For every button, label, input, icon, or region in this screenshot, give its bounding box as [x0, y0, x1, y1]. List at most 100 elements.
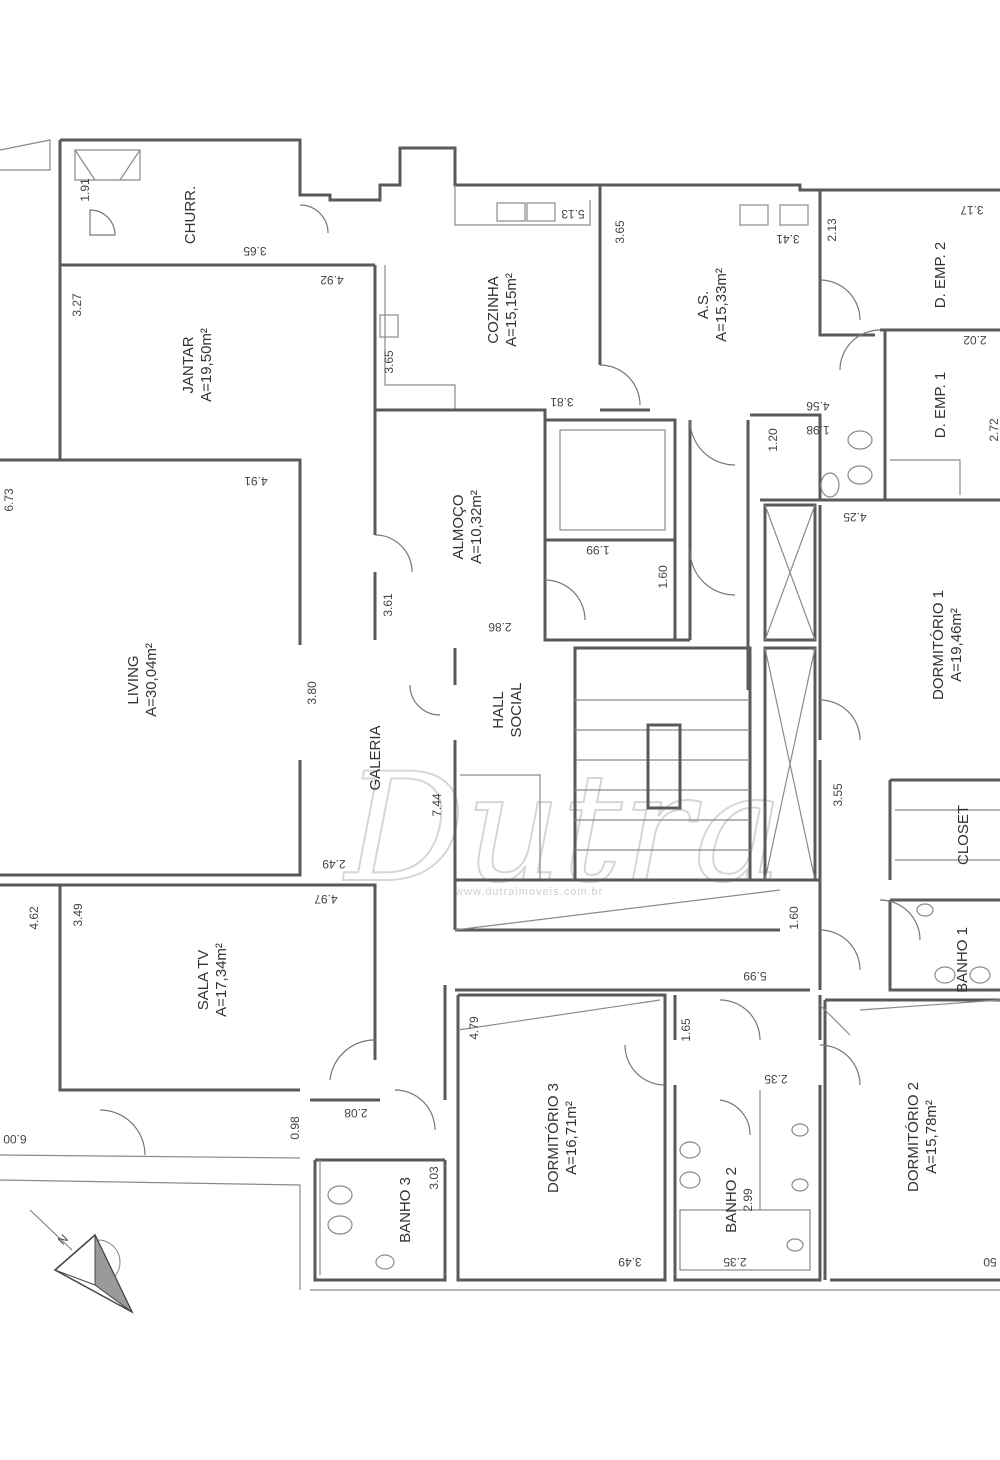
dim-label: 4.25 — [843, 510, 867, 524]
svg-text:N: N — [55, 1232, 71, 1248]
north-arrow-icon: N — [29, 1209, 134, 1314]
dim-label: 3.27 — [70, 293, 84, 317]
room-name: DORMITÓRIO 1 — [930, 590, 947, 700]
watermark: Dutra www.dutraimoveis.com.br — [341, 741, 784, 917]
dim-label: 2.02 — [963, 333, 987, 347]
dim-label: 3.03 — [427, 1166, 441, 1190]
dim-label: 2.35 — [723, 1255, 747, 1269]
dim-label: 2.72 — [987, 418, 1000, 442]
room-name: CHURR. — [182, 186, 199, 244]
room-dim: 2.99 — [741, 1188, 755, 1212]
dim-label: 1.99 — [586, 543, 610, 557]
dim-label: 5.99 — [743, 969, 767, 983]
room-area: A=15,15m² — [503, 273, 520, 347]
dim-label: 4.97 — [314, 892, 338, 906]
watermark-url: www.dutraimoveis.com.br — [454, 886, 603, 898]
room-cozinha: COZINHA A=15,15m² — [485, 273, 520, 347]
room-banho-1: BANHO 1 — [954, 927, 971, 993]
doors — [89, 204, 921, 1156]
watermark-brand: Dutra — [342, 742, 783, 916]
room-galeria: GALERIA — [367, 725, 384, 790]
room-name: DORMITÓRIO 2 — [905, 1082, 922, 1192]
room-almoco: ALMOÇO A=10,32m² — [450, 490, 485, 564]
room-name: LIVING — [125, 655, 142, 704]
room-name: CLOSET — [955, 805, 972, 865]
dim-label: 2.08 — [344, 1106, 368, 1120]
room-area: A=15,33m² — [713, 268, 730, 342]
room-banho-3: BANHO 3 — [397, 1177, 414, 1243]
dim-label: 1.98 — [806, 423, 830, 437]
room-demp1: D. EMP. 1 — [932, 372, 949, 438]
room-name: BANHO 1 — [954, 927, 971, 993]
room-area: A=17,34m² — [213, 943, 230, 1017]
dim-label: 6.73 — [2, 488, 16, 512]
dim-label: 3.80 — [305, 681, 319, 705]
dim-label: 3.17 — [960, 203, 984, 217]
room-name: DORMITÓRIO 3 — [545, 1083, 562, 1193]
dim-label: 1.65 — [679, 1018, 693, 1042]
dimension-labels: 1.91 3.65 5.13 3.65 3.41 2.13 3.17 3.27 … — [2, 178, 1000, 1269]
room-area: A=15,78m² — [923, 1100, 940, 1174]
room-name: JANTAR — [180, 336, 197, 393]
dim-label: 3.61 — [381, 593, 395, 617]
room-area: A=19,50m² — [198, 328, 215, 402]
room-name: D. EMP. 2 — [932, 242, 949, 308]
room-name: COZINHA — [485, 276, 502, 344]
room-area: A=30,04m² — [143, 643, 160, 717]
dim-label: 2.13 — [825, 218, 839, 242]
room-demp2: D. EMP. 2 — [932, 242, 949, 308]
dim-label: 1.60 — [656, 565, 670, 589]
room-area: A=16,71m² — [563, 1101, 580, 1175]
dim-label: 3.65 — [613, 220, 627, 244]
dim-label: 4.92 — [320, 273, 344, 287]
room-living: LIVING A=30,04m² — [125, 643, 160, 717]
dim-label: 2.49 — [322, 857, 346, 871]
dim-label: 3.65 — [382, 350, 396, 374]
walls — [0, 138, 1000, 1291]
dim-label: 3.41 — [776, 232, 800, 246]
room-dormitorio-2: DORMITÓRIO 2 A=15,78m² — [905, 1082, 940, 1192]
room-name: A.S. — [695, 291, 712, 319]
room-name: ALMOÇO — [450, 494, 467, 559]
room-area: A=19,46m² — [948, 608, 965, 682]
room-labels: CHURR. JANTAR A=19,50m² COZINHA A=15,15m… — [125, 186, 972, 1243]
dim-label: 6.00 — [3, 1132, 27, 1146]
dim-label: 0.98 — [288, 1116, 302, 1140]
room-area: SOCIAL — [508, 682, 525, 737]
dim-label: 4.62 — [27, 906, 41, 930]
room-dormitorio-3: DORMITÓRIO 3 A=16,71m² — [545, 1083, 580, 1193]
dim-label: 1.91 — [78, 178, 92, 202]
dim-label: 2.35 — [764, 1072, 788, 1086]
room-name: GALERIA — [367, 725, 384, 790]
room-area: A=10,32m² — [468, 490, 485, 564]
room-hall-social: HALL SOCIAL — [490, 682, 525, 737]
dim-label: 3.65 — [243, 244, 267, 258]
room-name: BANHO 2 — [723, 1167, 740, 1233]
room-banho-2: BANHO 2 2.99 — [723, 1167, 755, 1233]
room-sala-tv: SALA TV A=17,34m² — [195, 943, 230, 1017]
dim-label: 4.79 — [467, 1016, 481, 1040]
dim-label: 3.49 — [618, 1255, 642, 1269]
dim-label: 1.20 — [766, 428, 780, 452]
room-closet: CLOSET — [955, 805, 972, 865]
room-as: A.S. A=15,33m² — [695, 268, 730, 342]
room-dormitorio-1: DORMITÓRIO 1 A=19,46m² — [930, 590, 965, 700]
dim-label: 1.60 — [787, 906, 801, 930]
dim-label: 3.55 — [831, 783, 845, 807]
dim-label: 4.91 — [244, 474, 268, 488]
room-name: D. EMP. 1 — [932, 372, 949, 438]
dim-label: 50 — [983, 1255, 997, 1269]
room-churr: CHURR. — [182, 186, 199, 244]
dim-label: 4.56 — [806, 399, 830, 413]
room-name: BANHO 3 — [397, 1177, 414, 1243]
room-name: SALA TV — [195, 950, 212, 1011]
fixtures — [327, 204, 991, 1270]
dim-label: 3.49 — [71, 903, 85, 927]
room-name: HALL — [490, 691, 507, 729]
dim-label: 2.86 — [488, 620, 512, 634]
dim-label: 7.44 — [430, 793, 444, 817]
dim-label: 3.81 — [550, 395, 574, 409]
room-jantar: JANTAR A=19,50m² — [180, 328, 215, 402]
dim-label: 5.13 — [561, 207, 585, 221]
